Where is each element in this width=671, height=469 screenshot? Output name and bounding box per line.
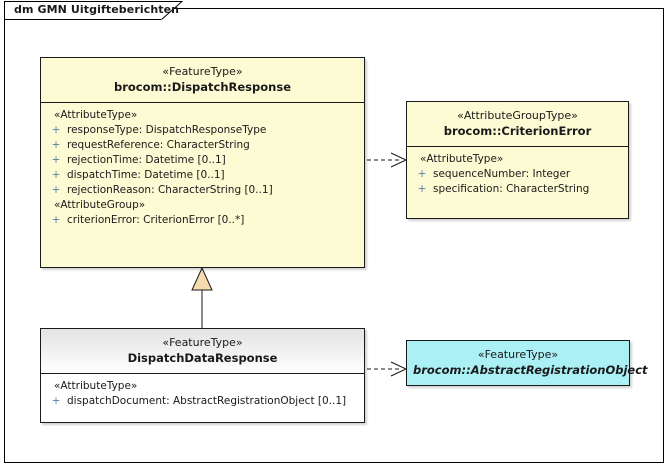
- class-box-dispatch-data-response[interactable]: «FeatureType» DispatchDataResponse «Attr…: [40, 328, 365, 423]
- attribute-row[interactable]: + rejectionReason: CharacterString [0..1…: [45, 183, 360, 198]
- class-box-criterion-error[interactable]: «AttributeGroupType» brocom::CriterionEr…: [406, 101, 629, 219]
- visibility-marker: +: [417, 168, 427, 180]
- visibility-marker: +: [51, 169, 61, 181]
- attribute-row[interactable]: + criterionError: CriterionError [0..*]: [45, 213, 360, 228]
- attribute-label: dispatchDocument: AbstractRegistrationOb…: [67, 395, 347, 407]
- attribute-label: dispatchTime: Datetime [0..1]: [67, 169, 225, 181]
- attribute-row[interactable]: + rejectionTime: Datetime [0..1]: [45, 153, 360, 168]
- attribute-group-label: «AttributeGroup»: [54, 199, 146, 211]
- visibility-marker: +: [51, 395, 61, 407]
- attribute-label: requestReference: CharacterString: [67, 139, 250, 151]
- class-name: brocom::CriterionError: [443, 124, 592, 138]
- visibility-marker: +: [51, 124, 61, 136]
- attribute-row[interactable]: + dispatchTime: Datetime [0..1]: [45, 168, 360, 183]
- diagram-title: dm GMN Uitgifteberichten: [14, 3, 180, 16]
- class-header-criterion-error: «AttributeGroupType» brocom::CriterionEr…: [407, 102, 628, 147]
- class-stereotype: «FeatureType»: [162, 336, 243, 349]
- visibility-marker: +: [51, 139, 61, 151]
- diagram-title-tab-body: [4, 1, 161, 20]
- class-header-abstract-registration-object: «FeatureType» brocom::AbstractRegistrati…: [407, 341, 648, 385]
- class-attributes-dispatch-data-response: «AttributeType» + dispatchDocument: Abst…: [41, 374, 364, 414]
- class-attributes-dispatch-response: «AttributeType» + responseType: Dispatch…: [41, 103, 364, 233]
- class-stereotype: «FeatureType»: [162, 65, 243, 78]
- class-name: brocom::DispatchResponse: [114, 80, 291, 94]
- class-name: brocom::AbstractRegistrationObject: [413, 363, 648, 377]
- class-header-dispatch-data-response: «FeatureType» DispatchDataResponse: [41, 329, 364, 374]
- class-header-dispatch-response: «FeatureType» brocom::DispatchResponse: [41, 58, 364, 103]
- class-box-abstract-registration-object[interactable]: «FeatureType» brocom::AbstractRegistrati…: [406, 340, 648, 386]
- attribute-row[interactable]: + sequenceNumber: Integer: [411, 167, 624, 182]
- attribute-group-label: «AttributeType»: [420, 153, 504, 165]
- attribute-row[interactable]: + requestReference: CharacterString: [45, 138, 360, 153]
- attribute-row[interactable]: + specification: CharacterString: [411, 182, 624, 197]
- attribute-label: sequenceNumber: Integer: [433, 168, 571, 180]
- attribute-label: responseType: DispatchResponseType: [67, 124, 267, 136]
- attribute-group-label: «AttributeType»: [54, 380, 138, 392]
- visibility-marker: +: [51, 154, 61, 166]
- diagram-frame: [4, 8, 664, 463]
- attribute-label: rejectionTime: Datetime [0..1]: [67, 154, 226, 166]
- class-stereotype: «FeatureType»: [477, 348, 559, 361]
- class-attributes-criterion-error: «AttributeType» + sequenceNumber: Intege…: [407, 147, 628, 202]
- class-stereotype: «AttributeGroupType»: [457, 109, 578, 122]
- attribute-label: specification: CharacterString: [433, 183, 590, 195]
- visibility-marker: +: [51, 184, 61, 196]
- attribute-row[interactable]: + dispatchDocument: AbstractRegistration…: [45, 394, 360, 409]
- attribute-label: rejectionReason: CharacterString [0..1]: [67, 184, 273, 196]
- diagram-title-tab-slant: [161, 1, 183, 20]
- class-name: DispatchDataResponse: [127, 351, 278, 365]
- attribute-row[interactable]: + responseType: DispatchResponseType: [45, 123, 360, 138]
- visibility-marker: +: [417, 183, 427, 195]
- attribute-label: criterionError: CriterionError [0..*]: [67, 214, 245, 226]
- visibility-marker: +: [51, 214, 61, 226]
- class-box-dispatch-response[interactable]: «FeatureType» brocom::DispatchResponse «…: [40, 57, 365, 268]
- attribute-group-label: «AttributeType»: [54, 109, 138, 121]
